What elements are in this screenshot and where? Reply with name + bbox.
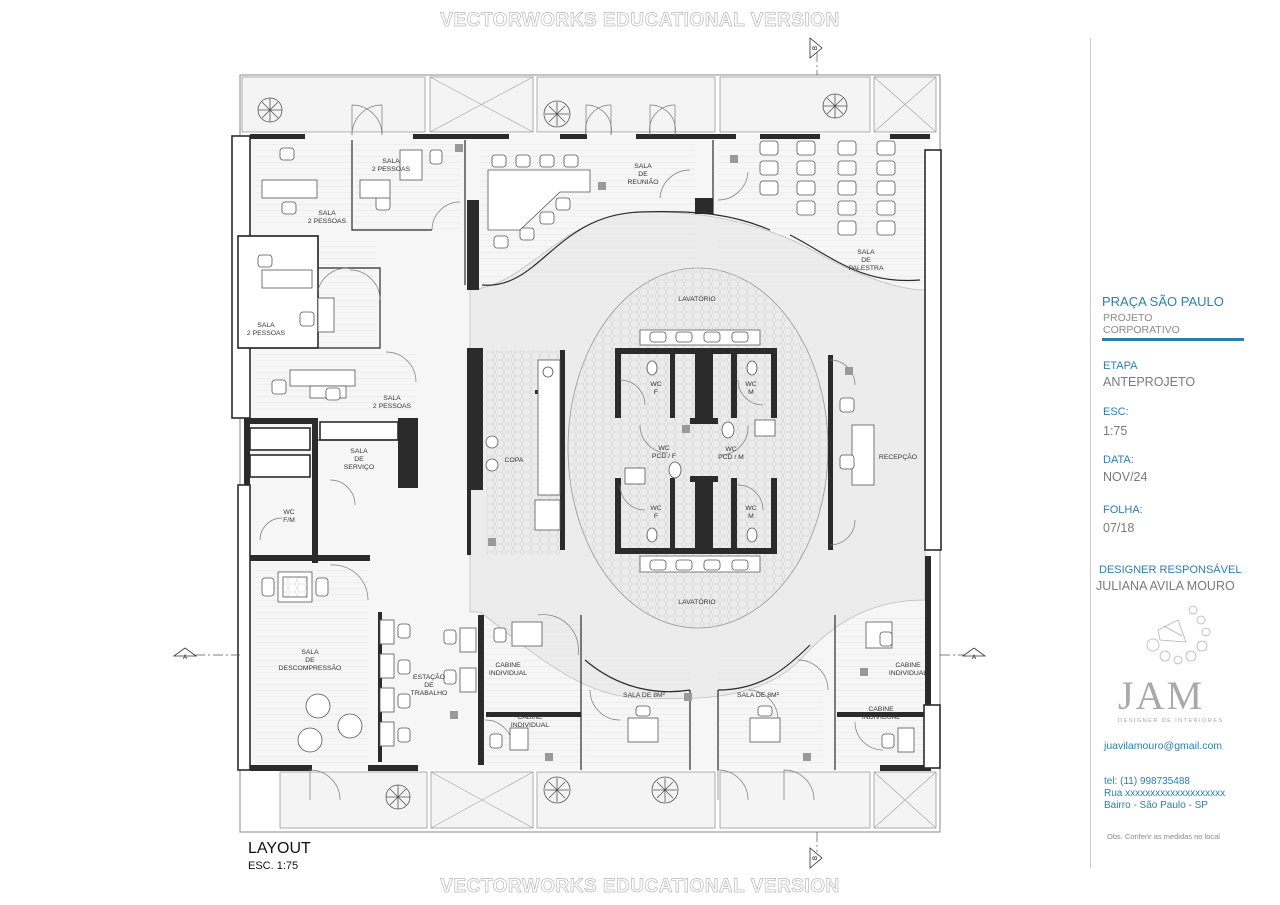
- etapa-label: ETAPA: [1103, 360, 1138, 372]
- drawing-scale: ESC. 1:75: [248, 860, 299, 872]
- hex-floor: [567, 267, 829, 629]
- room-label-sala8-a: SALA DE 8M²: [623, 692, 665, 699]
- room-label-recepcao: RECEPÇÃO: [878, 454, 918, 461]
- balconies-bottom: [279, 771, 937, 829]
- phone: tel: (11) 998735488: [1104, 776, 1190, 787]
- watermark-bottom: VECTORWORKS EDUCATIONAL VERSION: [440, 876, 840, 898]
- neighborhood: Bairro - São Paulo - SP: [1104, 800, 1208, 811]
- section-b-bottom: B: [813, 856, 819, 860]
- watermark-top: VECTORWORKS EDUCATIONAL VERSION: [440, 10, 840, 32]
- street: Rua xxxxxxxxxxxxxxxxxxxx: [1104, 788, 1226, 799]
- designer-label: DESIGNER RESPONSÁVEL: [1099, 564, 1242, 576]
- logo-ornament: [1146, 605, 1211, 665]
- walls: [244, 134, 931, 771]
- balconies-top: [241, 76, 937, 133]
- project-underline: [1102, 338, 1244, 341]
- observation: Obs. Conferir as medidas no local: [1107, 832, 1220, 841]
- room-label-lavatorio-bottom: LAVATÓRIO: [678, 599, 716, 606]
- drawing-title: LAYOUT: [248, 840, 311, 857]
- project-name: PRAÇA SÃO PAULO: [1102, 294, 1224, 309]
- room-label-copa: COPA: [504, 457, 524, 464]
- esc-value: 1:75: [1103, 424, 1128, 438]
- title-block: [1090, 38, 1280, 868]
- section-a-left: A: [183, 655, 187, 661]
- folha-label: FOLHA:: [1103, 504, 1143, 516]
- furniture: [257, 140, 915, 753]
- logo-text: JAM: [1118, 673, 1205, 718]
- logo-subtitle: DESIGNER DE INTERIORES: [1118, 718, 1224, 724]
- esc-label: ESC:: [1103, 406, 1129, 418]
- email: juavilamouro@gmail.com: [1104, 740, 1223, 752]
- project-sub-2: CORPORATIVO: [1103, 324, 1180, 336]
- data-value: NOV/24: [1103, 470, 1148, 484]
- data-label: DATA:: [1103, 454, 1134, 466]
- project-sub-1: PROJETO: [1103, 312, 1153, 324]
- doors: [259, 104, 884, 801]
- room-label-sala8-b: SALA DE 8M²: [737, 692, 779, 699]
- section-lines: [195, 52, 965, 852]
- designer-name: JULIANA AVILA MOURO: [1096, 579, 1235, 593]
- section-b-top: B: [813, 46, 819, 50]
- section-a-right: A: [972, 655, 976, 661]
- room-label-lavatorio-top: LAVATÓRIO: [678, 296, 716, 303]
- folha-value: 07/18: [1103, 521, 1135, 535]
- etapa-value: ANTEPROJETO: [1103, 375, 1196, 389]
- section-marker-icons: [172, 37, 987, 869]
